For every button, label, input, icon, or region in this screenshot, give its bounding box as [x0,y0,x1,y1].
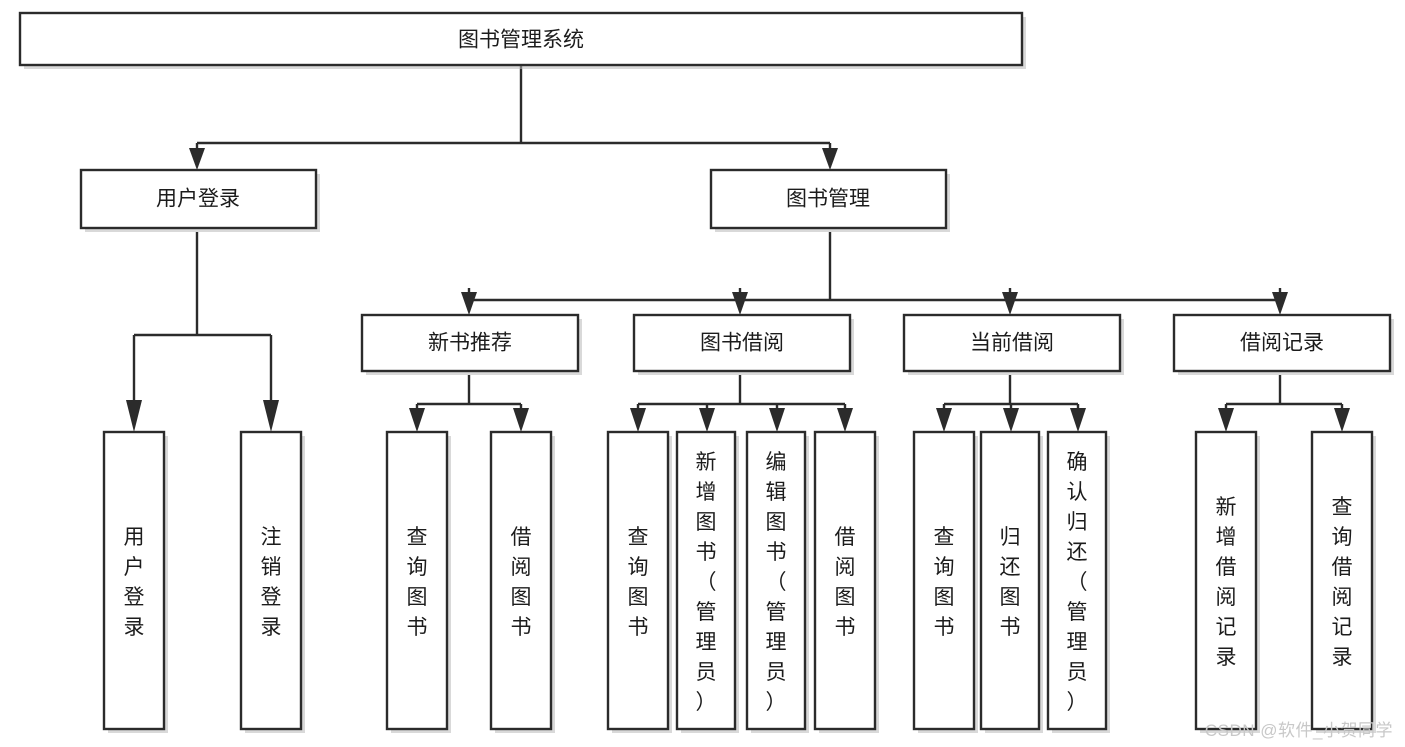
node-leaf-return-books[interactable]: 归还图书 [979,430,1043,733]
arrow-to-leaf-add-book-admin [699,408,715,432]
arrow-to-leaf-query-borrow-record [1334,408,1350,432]
node-leaf-edit-book-admin-box[interactable] [745,430,807,731]
node-leaf-logout-login-box[interactable] [239,430,303,731]
node-leaf-query-books-2-box[interactable] [606,430,670,731]
node-leaf-query-books-2-label: 查询图书 [628,526,649,639]
connector-layer [126,65,1350,432]
node-leaf-confirm-return-admin[interactable]: 确认归还（管理员） [1046,430,1110,733]
node-user-login-label: 用户登录 [156,188,240,211]
node-current-borrow[interactable]: 当前借阅 [902,313,1124,375]
arrow-to-leaf-logout-login [263,400,279,432]
arrow-to-leaf-edit-book-admin [769,408,785,432]
node-book-borrow-box[interactable] [632,313,852,373]
node-new-book-recommend[interactable]: 新书推荐 [360,313,582,375]
node-borrow-records[interactable]: 借阅记录 [1172,313,1394,375]
node-leaf-query-books-1[interactable]: 查询图书 [385,430,451,733]
node-book-management-box[interactable] [709,168,948,230]
node-leaf-borrow-books-2-label: 借阅图书 [835,526,856,639]
node-root[interactable]: 图书管理系统 [18,11,1026,69]
node-new-book-recommend-label: 新书推荐 [428,332,512,355]
node-leaf-borrow-books-1-label: 借阅图书 [511,526,532,639]
node-leaf-confirm-return-admin-label: 确认归还（管理员） [1067,451,1088,714]
node-book-borrow[interactable]: 图书借阅 [632,313,854,375]
node-root-label: 图书管理系统 [458,29,584,52]
arrow-to-book-borrow [732,292,748,315]
node-borrow-records-label: 借阅记录 [1240,332,1324,355]
node-leaf-add-borrow-record-box[interactable] [1194,430,1258,731]
node-leaf-user-login-box[interactable] [102,430,166,731]
arrow-to-leaf-query-books-1 [409,408,425,432]
arrow-to-leaf-query-books-2 [630,408,646,432]
node-leaf-borrow-books-2[interactable]: 借阅图书 [813,430,879,733]
arrow-to-borrow-records [1272,292,1288,315]
node-current-borrow-box[interactable] [902,313,1122,373]
node-leaf-user-login[interactable]: 用户登录 [102,430,168,733]
node-book-management[interactable]: 图书管理 [709,168,950,232]
node-leaf-add-book-admin-box[interactable] [675,430,737,731]
node-leaf-add-borrow-record[interactable]: 新增借阅记录 [1194,430,1260,733]
arrow-to-leaf-borrow-books-2 [837,408,853,432]
arrow-to-leaf-query-books-3 [936,408,952,432]
node-leaf-return-books-label: 归还图书 [1000,526,1021,639]
node-leaf-query-books-2[interactable]: 查询图书 [606,430,672,733]
node-leaf-user-login-label: 用户登录 [124,526,145,639]
arrow-to-leaf-confirm-return-admin [1070,408,1086,432]
node-leaf-query-borrow-record-label: 查询借阅记录 [1332,496,1353,669]
arrow-to-current-borrow [1002,292,1018,315]
node-leaf-query-books-1-box[interactable] [385,430,449,731]
node-leaf-borrow-books-1[interactable]: 借阅图书 [489,430,555,733]
node-leaf-query-borrow-record-box[interactable] [1310,430,1374,731]
node-leaf-edit-book-admin[interactable]: 编辑图书（管理员） [745,430,809,733]
arrow-to-user-login [189,148,205,170]
arrow-to-leaf-user-login [126,400,142,432]
node-user-login-box[interactable] [79,168,318,230]
node-root-box[interactable] [18,11,1024,67]
node-book-management-label: 图书管理 [786,188,870,211]
node-leaf-add-book-admin[interactable]: 新增图书（管理员） [675,430,739,733]
arrow-to-leaf-borrow-books-1 [513,408,529,432]
node-leaf-query-books-1-label: 查询图书 [407,526,428,639]
node-leaf-query-books-3-box[interactable] [912,430,976,731]
node-leaf-borrow-books-1-box[interactable] [489,430,553,731]
csdn-watermark: CSDN @软件_小贺同学 [1204,721,1393,740]
node-leaf-query-books-3[interactable]: 查询图书 [912,430,978,733]
node-new-book-recommend-box[interactable] [360,313,580,373]
node-borrow-records-box[interactable] [1172,313,1392,373]
node-leaf-add-borrow-record-label: 新增借阅记录 [1216,496,1237,669]
node-user-login[interactable]: 用户登录 [79,168,320,232]
node-leaf-edit-book-admin-label: 编辑图书（管理员） [766,451,787,714]
arrow-to-leaf-add-borrow-record [1218,408,1234,432]
node-leaf-query-books-3-label: 查询图书 [934,526,955,639]
node-leaf-logout-login[interactable]: 注销登录 [239,430,305,733]
node-leaf-add-book-admin-label: 新增图书（管理员） [696,451,717,714]
node-book-borrow-label: 图书借阅 [700,332,784,355]
arrow-to-new-book-recommend [461,292,477,315]
node-current-borrow-label: 当前借阅 [970,332,1054,355]
arrow-to-book-management [822,148,838,170]
node-leaf-confirm-return-admin-box[interactable] [1046,430,1108,731]
node-leaf-logout-login-label: 注销登录 [261,526,282,639]
node-leaf-query-borrow-record[interactable]: 查询借阅记录 [1310,430,1376,733]
node-leaf-return-books-box[interactable] [979,430,1041,731]
node-leaf-borrow-books-2-box[interactable] [813,430,877,731]
arrow-to-leaf-return-books [1003,408,1019,432]
